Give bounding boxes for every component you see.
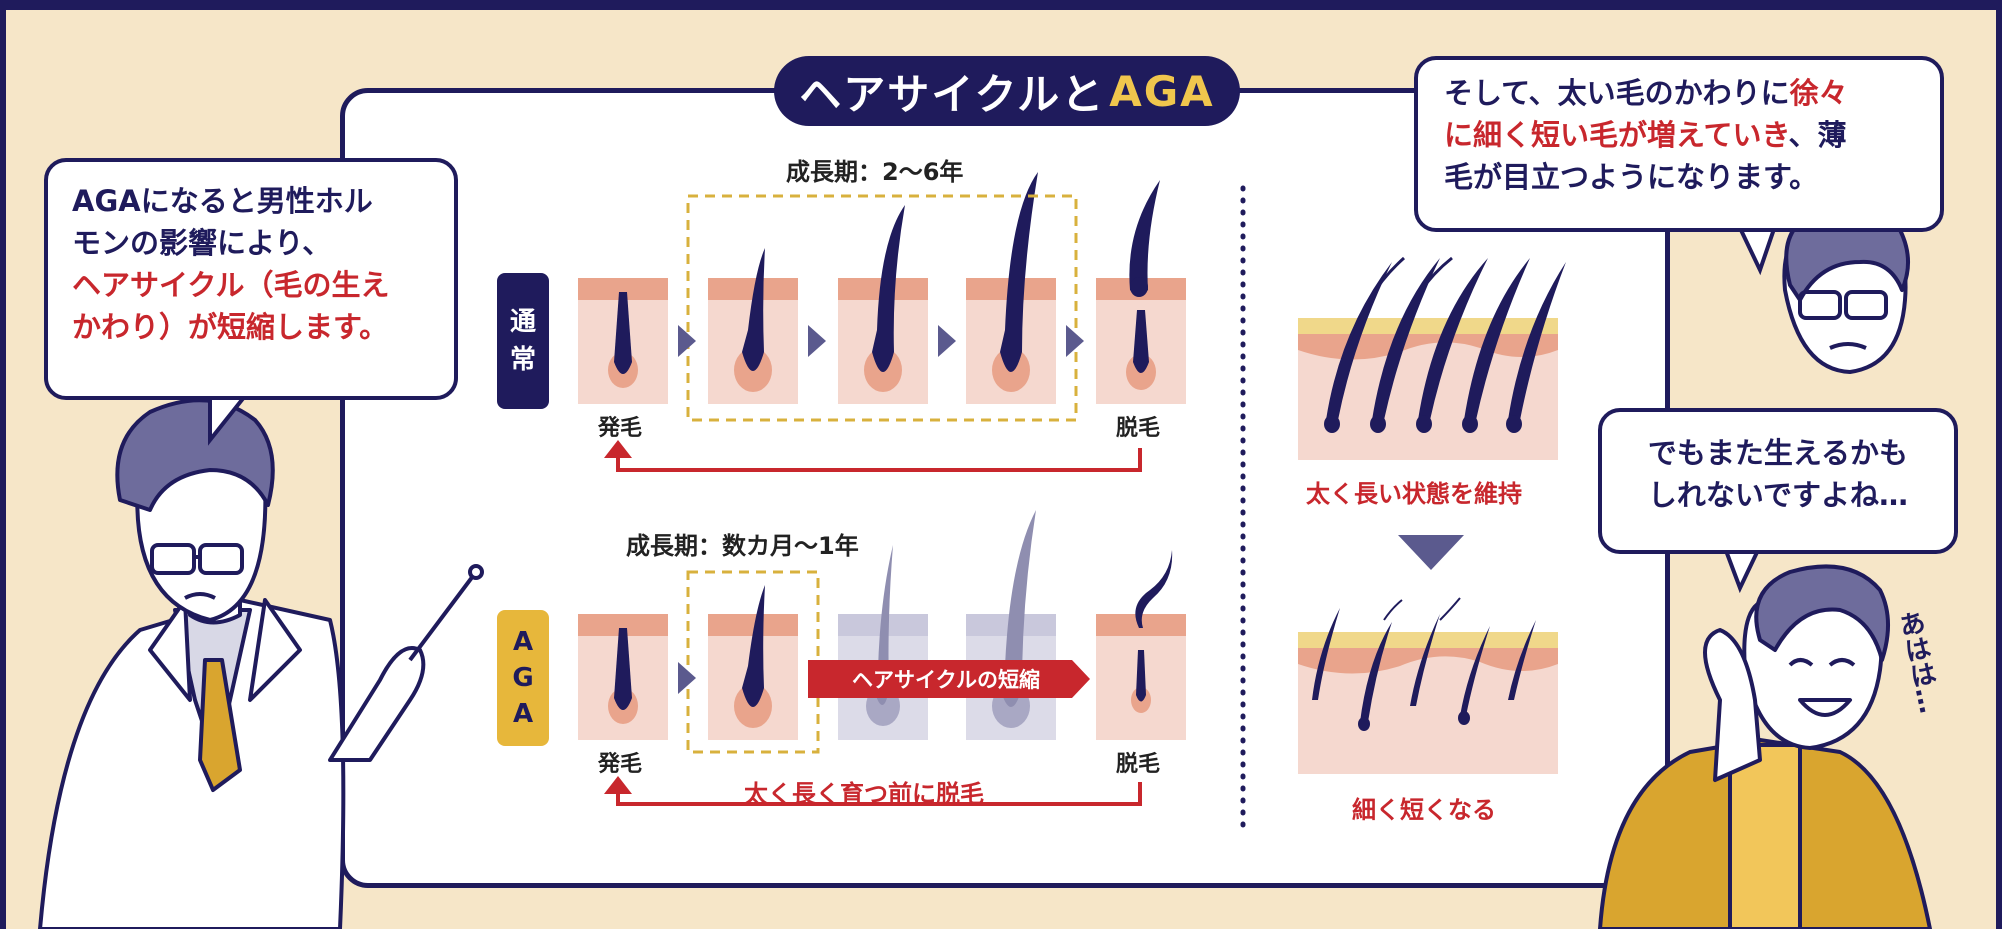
title-prefix: ヘアサイクルと xyxy=(799,69,1106,119)
aga-end-label: 脱毛 xyxy=(1116,752,1161,777)
normal-tag-char-1: 通 xyxy=(509,307,536,337)
normal-tag-char-2: 常 xyxy=(509,345,536,375)
aga-row-arrow xyxy=(678,662,696,694)
shortening-banner xyxy=(808,660,1090,698)
shortening-banner-label: ヘアサイクルの短縮 xyxy=(852,668,1040,692)
bottom-right-speech-bubble: でもまた生えるかも しれないですよね… xyxy=(1598,408,1958,554)
doctor-bubble-line-2: モンの影響により、 xyxy=(72,226,332,260)
thin-hair-caption: 細く短くなる xyxy=(1352,796,1496,824)
aga-tag-char-3: A xyxy=(512,699,534,729)
aga-growth-period: 成長期：数カ月〜1年 xyxy=(626,532,859,560)
doctor-bubble-line-4: かわり）が短縮します。 xyxy=(72,310,389,344)
normal-growth-period: 成長期：2〜6年 xyxy=(786,158,964,186)
normal-growth-box xyxy=(686,194,1078,422)
normal-start-label: 発毛 xyxy=(598,416,643,441)
thick-hairs xyxy=(1324,256,1566,433)
aga-cycle-arrow-head xyxy=(604,776,632,794)
title-accent: AGA xyxy=(1109,66,1215,116)
aga-row-tag: A G A xyxy=(497,610,549,746)
down-triangle xyxy=(1398,535,1464,570)
normal-end-label: 脱毛 xyxy=(1116,416,1161,441)
top-bubble-line-1: そして、太い毛のかわりに徐々 xyxy=(1444,76,1848,110)
aga-start-label: 発毛 xyxy=(598,752,643,777)
top-bubble-tail xyxy=(1736,223,1778,276)
man-glasses-illustration xyxy=(1782,206,1911,374)
top-bubble-line-3: 毛が目立つようになります。 xyxy=(1444,160,1819,194)
normal-row-arrows xyxy=(678,325,1084,357)
aga-cycle-arrow xyxy=(616,782,1142,806)
normal-row-hairs xyxy=(608,172,1160,392)
top-bubble-line-2: に細く短い毛が増えていき、薄 xyxy=(1444,118,1847,152)
doctor-illustration xyxy=(38,398,484,929)
normal-cycle-arrow xyxy=(616,448,1142,472)
normal-cycle-arrow-head xyxy=(604,440,632,458)
bottom-bubble-line-2: しれないですよね… xyxy=(1647,478,1909,512)
top-right-speech-bubble: そして、太い毛のかわりに徐々 に細く短い毛が増えていき、薄 毛が目立つようになり… xyxy=(1414,56,1944,232)
thick-hair-caption: 太く長い状態を維持 xyxy=(1306,480,1522,508)
bottom-bubble-line-1: でもまた生えるかも xyxy=(1647,436,1909,470)
thin-hair-scalp xyxy=(1298,632,1558,774)
doctor-speech-bubble: AGAになると男性ホル モンの影響により、 ヘアサイクル（毛の生え かわり）が短… xyxy=(44,158,458,400)
doctor-bubble-line-3: ヘアサイクル（毛の生え xyxy=(72,268,390,302)
top-strip xyxy=(0,0,2002,10)
doctor-bubble-line-1: AGAになると男性ホル xyxy=(72,184,373,218)
aga-arrow-caption: 太く長く育つ前に脱毛 xyxy=(744,780,984,808)
laughing-man-illustration xyxy=(1598,564,1932,929)
aga-tag-char-2: G xyxy=(512,663,534,693)
aga-growth-box xyxy=(686,570,820,754)
aga-tag-char-1: A xyxy=(512,627,534,657)
normal-row-tag: 通 常 xyxy=(497,273,549,409)
thin-hairs xyxy=(1312,597,1536,731)
